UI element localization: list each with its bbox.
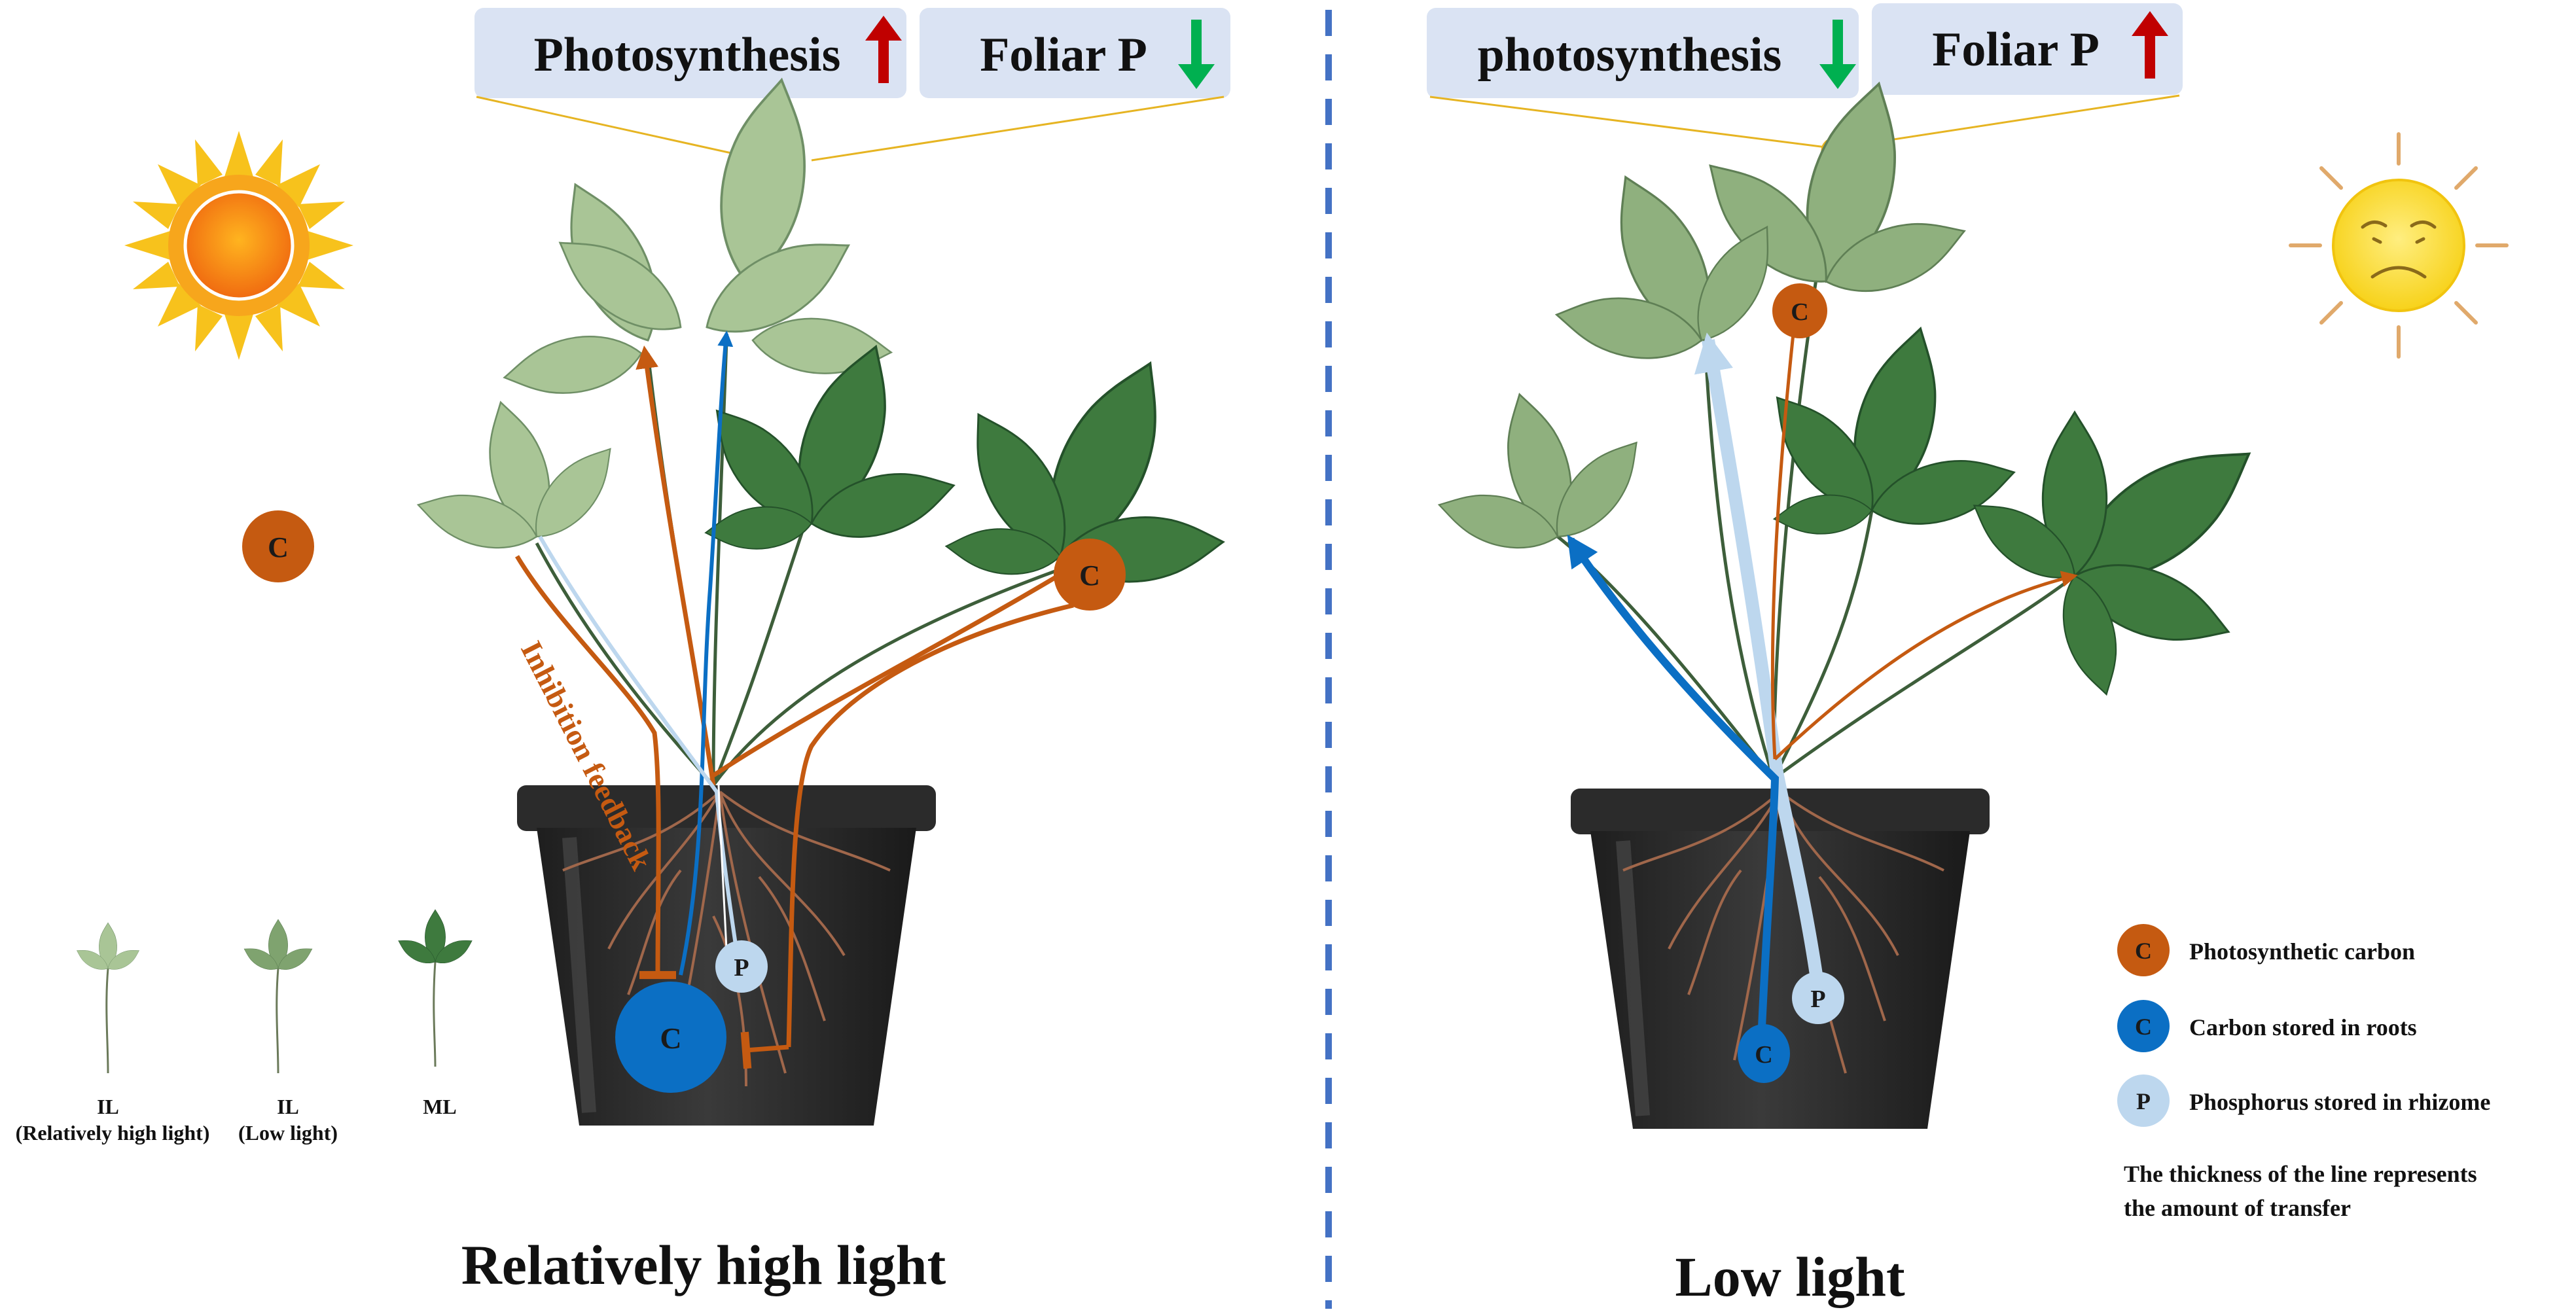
left-panel: C Photosynthesis Foliar P — [16, 8, 1230, 1296]
svg-text:Photosynthetic carbon: Photosynthetic carbon — [2189, 938, 2415, 965]
svg-text:C: C — [1755, 1041, 1772, 1069]
foliar-p-box: Foliar P — [920, 8, 1230, 98]
root-carbon-node: C — [615, 982, 726, 1093]
seedling-il-relatively-high-light: IL (Relatively high light) — [16, 922, 210, 1145]
svg-text:Phosphorus stored in rhizome: Phosphorus stored in rhizome — [2189, 1089, 2490, 1115]
svg-text:(Relatively high light): (Relatively high light) — [16, 1121, 210, 1145]
arrow-down-icon — [1819, 20, 1856, 89]
photosynthesis-label: Photosynthesis — [534, 28, 841, 82]
foliar-p-label: Foliar P — [980, 28, 1147, 82]
leaf-carbon-node: C — [1772, 283, 1827, 338]
photosynthesis-box: photosynthesis — [1427, 8, 1859, 98]
legend-item-phosphorus-stored-in-rhizome: P Phosphorus stored in rhizome — [2117, 1074, 2490, 1127]
svg-text:ML: ML — [423, 1095, 457, 1118]
svg-text:C: C — [2135, 938, 2152, 964]
svg-text:IL: IL — [97, 1095, 119, 1118]
svg-text:Carbon stored in roots: Carbon stored in roots — [2189, 1014, 2417, 1040]
foliar-p-box: Foliar P — [1872, 3, 2183, 95]
arrow-up-icon — [865, 16, 902, 83]
legend-item-photosynthetic-carbon: C Photosynthetic carbon — [2117, 924, 2415, 976]
svg-text:C: C — [1791, 298, 1808, 326]
arrow-down-icon — [1178, 20, 1215, 89]
svg-text:P: P — [1810, 986, 1825, 1013]
svg-text:C: C — [2135, 1014, 2152, 1040]
svg-text:C: C — [1079, 559, 1100, 592]
svg-text:C: C — [268, 531, 289, 563]
callout-line — [476, 96, 750, 158]
left-panel-title: Relatively high light — [461, 1234, 946, 1296]
dark-leaves — [694, 332, 1227, 590]
right-panel-title: Low light — [1675, 1245, 1905, 1308]
rhizome-phosphorus-node: P — [1792, 972, 1844, 1024]
svg-text:P: P — [734, 954, 749, 982]
sun-icon — [124, 131, 353, 360]
transfer-lines — [514, 330, 1074, 1069]
callout-line — [811, 96, 1225, 162]
legend-item-carbon-stored-in-roots: C Carbon stored in roots — [2117, 1000, 2417, 1052]
legend: C Photosynthetic carbon C Carbon stored … — [2117, 924, 2490, 1221]
dark-leaves — [1754, 318, 2274, 701]
legend-note-line1: The thickness of the line represents — [2124, 1161, 2477, 1187]
foliar-p-label: Foliar P — [1932, 23, 2100, 77]
photosynthesis-label: photosynthesis — [1478, 28, 1782, 82]
right-panel: photosynthesis Foliar P — [1427, 3, 2509, 1308]
svg-text:(Low light): (Low light) — [238, 1121, 338, 1145]
svg-text:IL: IL — [277, 1095, 299, 1118]
legend-note-line2: the amount of transfer — [2124, 1195, 2351, 1221]
svg-text:P: P — [2136, 1088, 2151, 1114]
photosynthetic-carbon-node: C — [242, 510, 314, 582]
transfer-lines — [1567, 332, 2078, 1028]
pot — [1571, 789, 1990, 1129]
leaf-carbon-node: C — [1054, 539, 1126, 611]
callout-line — [1429, 96, 1827, 149]
dim-sun-icon — [2289, 132, 2509, 359]
seedling-ml: ML — [394, 909, 476, 1118]
photosynthesis-box: Photosynthesis — [474, 8, 906, 98]
root-carbon-node: C — [1738, 1024, 1790, 1083]
svg-text:C: C — [660, 1021, 681, 1055]
seedling-il-low-light: IL (Low light) — [238, 919, 338, 1145]
callout-line — [1842, 94, 2180, 149]
arrow-up-icon — [2132, 11, 2168, 79]
rhizome-phosphorus-node: P — [715, 940, 768, 993]
